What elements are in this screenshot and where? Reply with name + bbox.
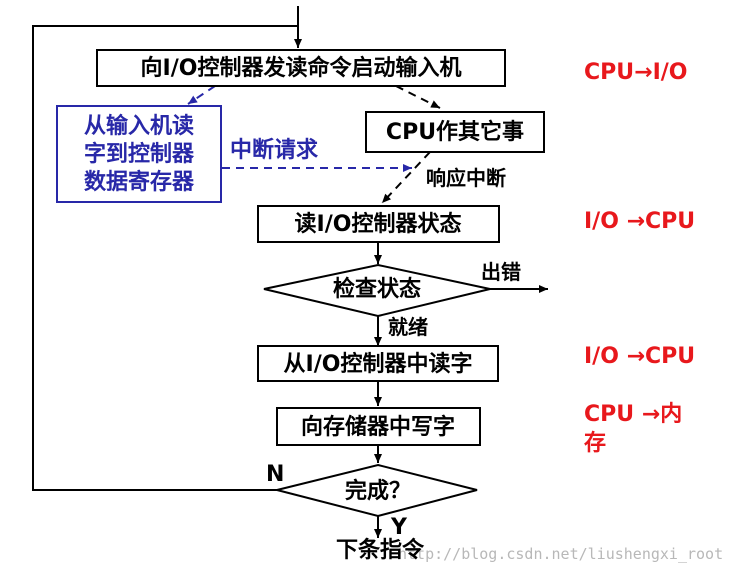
- send-command-text: 向I/O控制器发读命令启动输入机: [141, 55, 462, 81]
- read-word-text: 从I/O控制器中读字: [284, 351, 473, 377]
- dashed-to-device-arrow: [187, 85, 216, 105]
- next-instruction-text: 下条指令: [336, 537, 425, 563]
- cpu-other-box: [365, 111, 545, 153]
- ready-label: 就绪: [388, 315, 428, 339]
- device-box: [56, 105, 222, 203]
- yes-label: Y: [390, 515, 408, 540]
- loop-back-line: [32, 25, 298, 491]
- send-command-box: [96, 49, 506, 87]
- annotation-io-to-cpu-2: I/O →CPU: [584, 344, 695, 369]
- respond-interrupt-label: 响应中断: [426, 166, 506, 190]
- read-status-box: [257, 205, 500, 243]
- annotation-cpu-to-io: CPU→I/O: [584, 60, 688, 85]
- annotation-io-to-cpu-1: I/O →CPU: [584, 209, 695, 234]
- check-status-text: 检查状态: [333, 276, 421, 302]
- interrupt-request-label: 中断请求: [230, 137, 318, 163]
- read-status-text: 读I/O控制器状态: [295, 211, 462, 237]
- read-word-box: [257, 345, 499, 382]
- done-text: 完成？: [345, 478, 411, 504]
- annotation-cpu-to-mem-line-1: CPU →内: [584, 402, 682, 427]
- write-memory-text: 向存储器中写字: [301, 414, 455, 440]
- cpu-other-text: CPU作其它事: [386, 119, 524, 145]
- dashed-to-cpu-other-arrow: [395, 85, 441, 109]
- write-memory-box: [276, 407, 481, 446]
- watermark: http://blog.csdn.net/liushengxi_root: [398, 545, 723, 563]
- done-diamond: [276, 463, 478, 518]
- no-label: N: [266, 462, 284, 487]
- respond-interrupt-arrow: [381, 151, 431, 204]
- error-label: 出错: [481, 260, 521, 284]
- device-line-2: 字到控制器: [84, 141, 195, 167]
- device-line-1: 从输入机读: [84, 113, 194, 139]
- device-line-3: 数据寄存器: [84, 169, 195, 195]
- check-status-diamond: [263, 263, 491, 318]
- annotation-cpu-to-mem-line-2: 存: [584, 430, 606, 456]
